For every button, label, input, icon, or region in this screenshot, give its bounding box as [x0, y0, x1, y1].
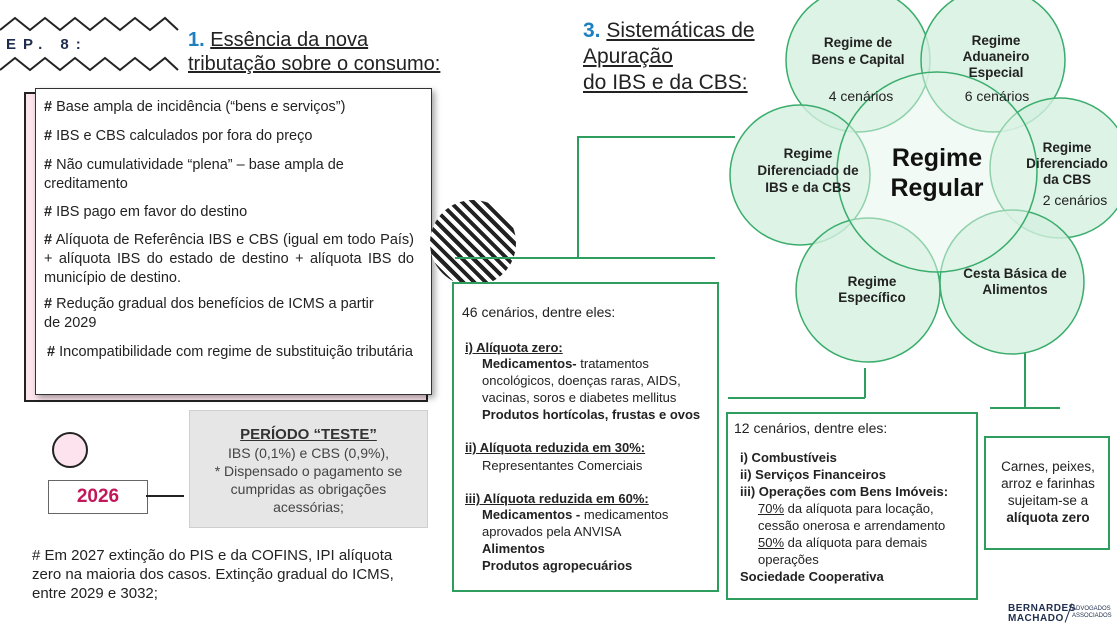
- principle-item: # Base ampla de incidência (“bens e serv…: [44, 99, 346, 115]
- regime-dif-ibs-cbs-label: Regime Diferenciado de IBS e da CBS: [757, 146, 859, 195]
- box-cesta-basica: Carnes, peixes, arroz e farinhas sujeita…: [984, 436, 1110, 550]
- section1-title: 1. Essência da nova tributação sobre o c…: [188, 28, 440, 76]
- regime-dif-cbs-count: 2 cenários: [1042, 192, 1108, 208]
- regime-cesta-label: Cesta Básica de Alimentos: [963, 266, 1067, 297]
- box12-intro: 12 cenários, dentre eles:: [734, 420, 888, 436]
- cesta-basica-text: Carnes, peixes, arroz e farinhas sujeita…: [1001, 459, 1095, 525]
- hatched-circle-decoration: [430, 200, 516, 286]
- box46-medicamentos-anvisa: Medicamentos - medicamentos aprovados pe…: [482, 507, 669, 539]
- principles-list: # Base ampla de incidência (“bens e serv…: [35, 88, 432, 395]
- box46-agropecuarios: Produtos agropecuários: [482, 558, 633, 573]
- regime-bens-capital-label: Regime de Bens e Capital: [811, 35, 905, 67]
- note-2027: # Em 2027 extinção do PIS e da COFINS, I…: [32, 547, 394, 602]
- regime-regular-label: Regime Regular: [890, 144, 984, 202]
- principle-item: # IBS pago em favor do destino: [44, 204, 248, 220]
- firm-logo: BERNARDES MACHADO: [1008, 603, 1076, 624]
- box12-item-iii: iii) Operações com Bens Imóveis:: [740, 484, 949, 499]
- box12-item-ii: ii) Serviços Financeiros: [740, 467, 886, 482]
- firm-logo-tagline: ADVOGADOS ASSOCIADOS: [1072, 606, 1112, 619]
- timeline-marker-icon: [52, 432, 88, 468]
- principle-item: # Alíquota de Referência IBS e CBS (igua…: [44, 232, 414, 286]
- test-period-title: PERÍODO “TESTE”: [240, 426, 377, 443]
- box46-produtos: Produtos hortícolas, frustas e ovos: [482, 407, 701, 422]
- box-46-scenarios: 46 cenários, dentre eles: i) Alíquota ze…: [452, 282, 719, 592]
- section3-title: 3. Sistemáticas de Apuração do IBS e da …: [583, 18, 755, 96]
- box46-alimentos: Alimentos: [482, 541, 545, 556]
- section3-line1: Sistemáticas de: [606, 19, 755, 42]
- principle-item: # Incompatibilidade com regime de substi…: [47, 344, 413, 360]
- regime-bens-capital-count: 4 cenários: [828, 88, 894, 104]
- section3-line2: Apuração: [583, 45, 673, 68]
- box12-70-percent: 70% da alíquota para locação, cessão one…: [758, 501, 946, 533]
- box46-section3-title: iii) Alíquota reduzida em 60%:: [465, 491, 649, 506]
- box12-50-percent: 50% da alíquota para demais operações: [758, 535, 928, 567]
- section1-line1: Essência da nova: [210, 29, 369, 51]
- box46-medicamentos: Medicamentos- tratamentos oncológicos, d…: [482, 356, 681, 405]
- principle-item: # Não cumulatividade “plena” – base ampl…: [44, 157, 344, 192]
- episode-label: EP. 8:: [6, 36, 88, 53]
- connector-line: [577, 136, 735, 258]
- section1-line2: tributação sobre o consumo:: [188, 53, 441, 75]
- test-period-note: * Dispensado o pagamento se cumpridas as…: [214, 463, 403, 515]
- year-2026-box: 2026: [48, 480, 148, 514]
- zigzag-decoration: [0, 16, 179, 72]
- box46-section2-title: ii) Alíquota reduzida em 30%:: [465, 440, 646, 455]
- box46-section2-text: Representantes Comerciais: [482, 458, 643, 473]
- box46-intro: 46 cenários, dentre eles:: [462, 304, 616, 320]
- regime-aduaneiro-count: 6 cenários: [964, 88, 1030, 104]
- connector-line: [146, 495, 184, 497]
- box12-item-i: i) Combustíveis: [740, 450, 837, 465]
- circle-regular: [836, 71, 1038, 273]
- section3-line3: do IBS e da CBS:: [583, 71, 748, 94]
- box46-section1-title: i) Alíquota zero:: [465, 340, 563, 355]
- principle-item: # IBS e CBS calculados por fora do preço: [44, 128, 313, 144]
- section1-number: 1.: [188, 29, 205, 51]
- test-period-rates: IBS (0,1%) e CBS (0,9%),: [227, 445, 390, 461]
- box-12-scenarios: 12 cenários, dentre eles: i) Combustívei…: [726, 412, 978, 600]
- section3-number: 3.: [583, 19, 601, 42]
- box12-cooperativa: Sociedade Cooperativa: [740, 569, 884, 584]
- regime-dif-cbs-label: Regime Diferenciado da CBS: [1026, 140, 1108, 187]
- regime-aduaneiro-label: Regime Aduaneiro Especial: [962, 33, 1030, 80]
- principle-item: # Redução gradual dos benefícios de ICMS…: [44, 296, 374, 331]
- test-period-box: PERÍODO “TESTE” IBS (0,1%) e CBS (0,9%),…: [189, 410, 428, 528]
- regime-especifico-label: Regime Específico: [838, 274, 906, 305]
